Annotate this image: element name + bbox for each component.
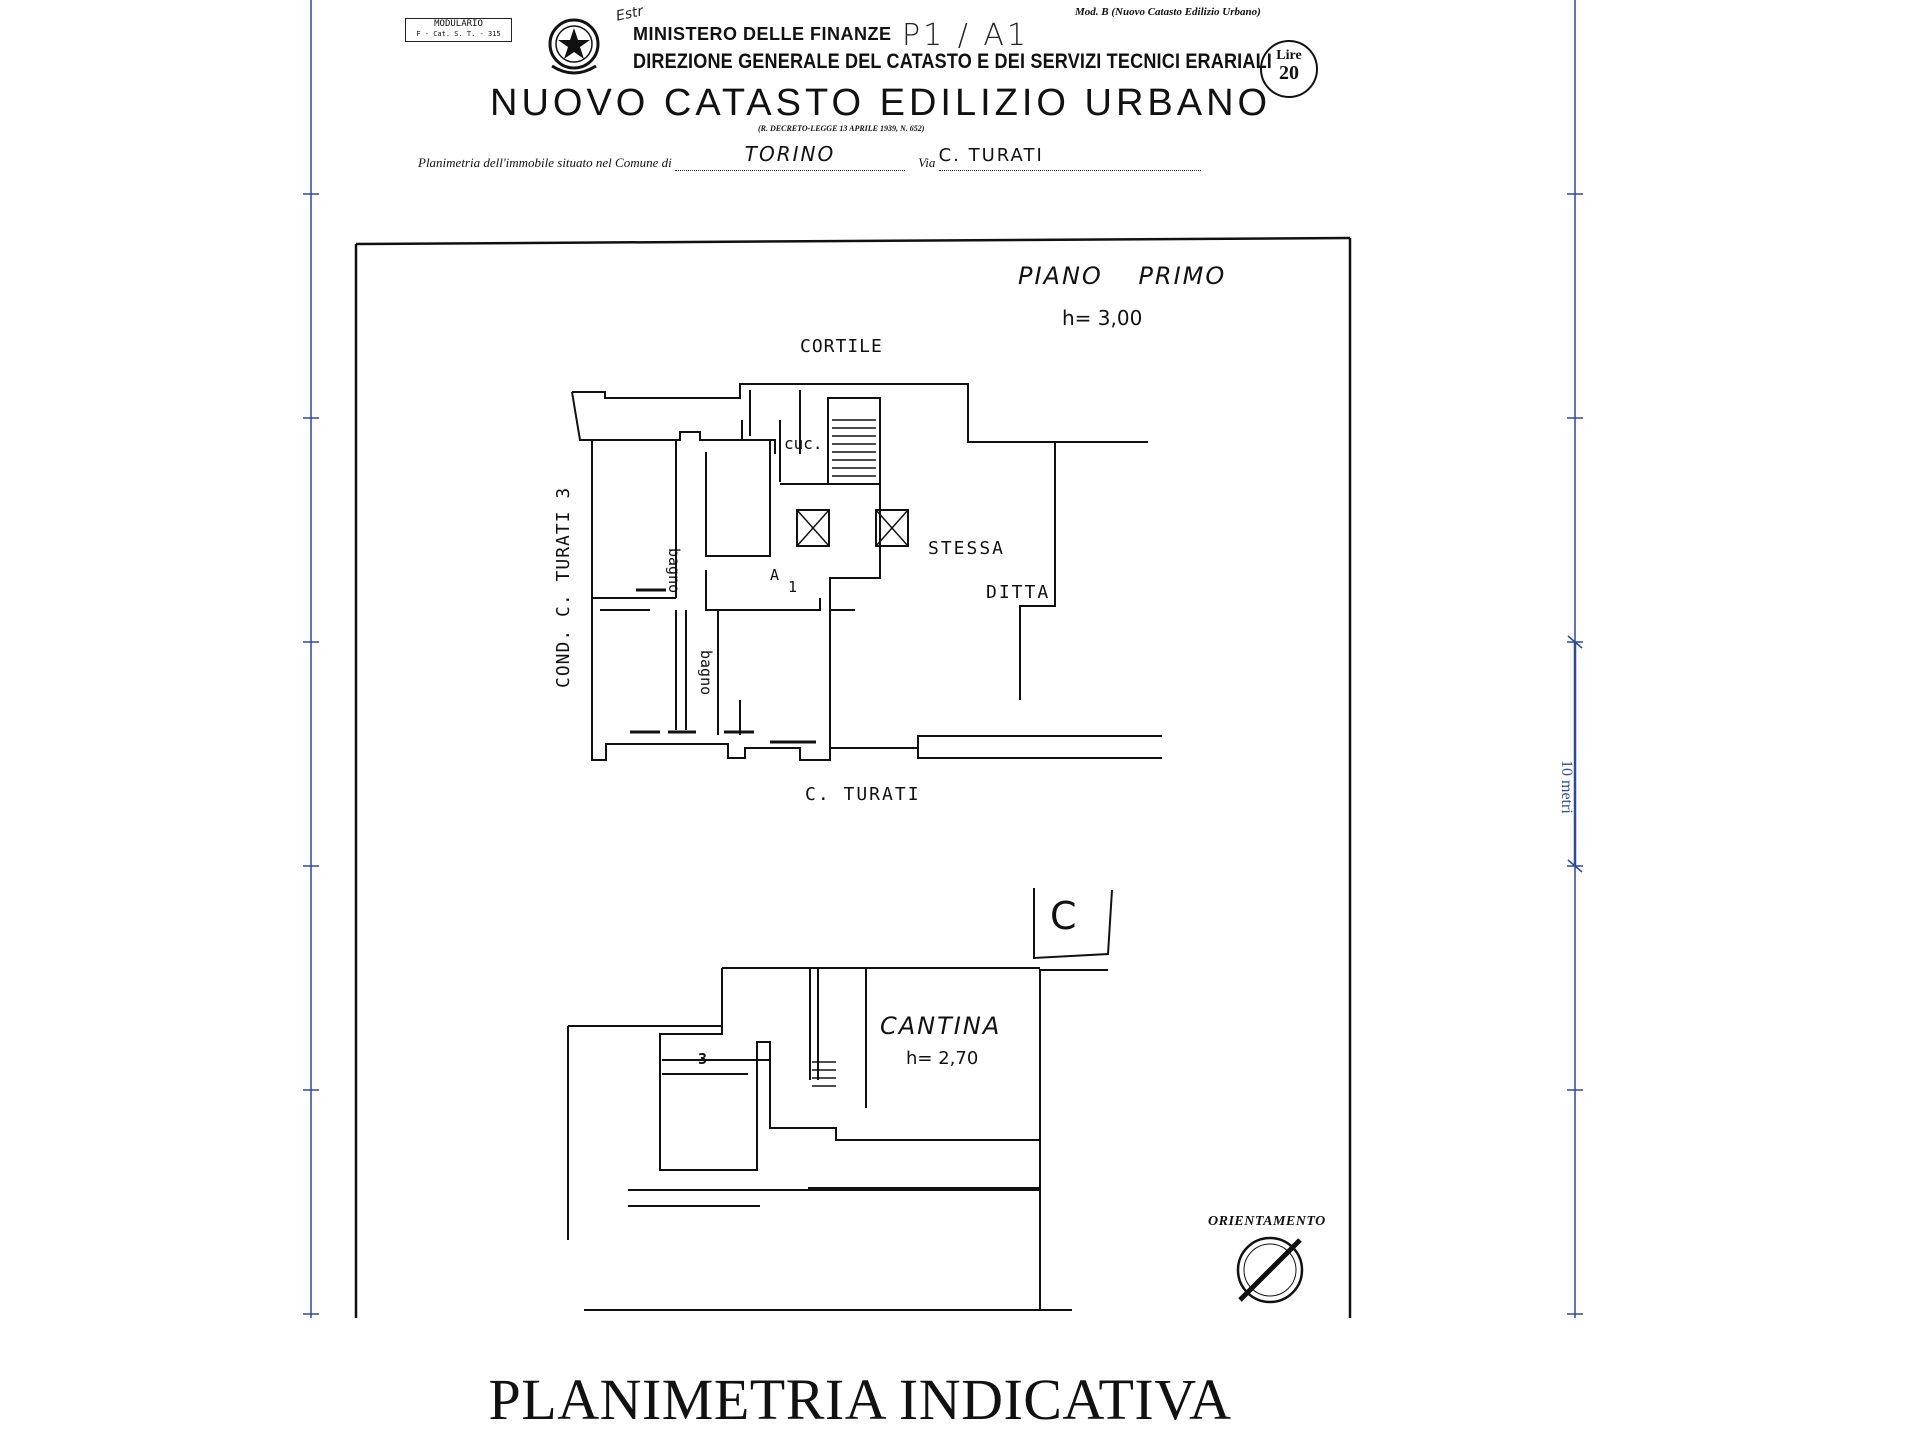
- lire-stamp: Lire 20: [1260, 40, 1318, 98]
- direction-name: DIREZIONE GENERALE DEL CATASTO E DEI SER…: [633, 50, 1272, 73]
- west-side-label: COND. C. TURATI 3: [553, 486, 574, 688]
- south-side-label: C. TURATI: [805, 784, 921, 805]
- modulario-stamp: MODULARIO F - Cat. S. T. - 315: [405, 18, 512, 42]
- location-label: Planimetria dell'immobile situato nel Co…: [418, 155, 672, 170]
- kitchen-label: cuc.: [784, 434, 823, 453]
- ministry-name: MINISTERO DELLE FINANZE: [633, 24, 892, 44]
- via-value: C. TURATI: [938, 145, 1044, 166]
- bath-label-2: bagno: [697, 650, 715, 696]
- north-side-label: CORTILE: [800, 336, 883, 357]
- modulario-label: MODULARIO: [434, 19, 483, 29]
- stair-mark: A: [770, 566, 780, 584]
- lire-amount: 20: [1279, 62, 1299, 84]
- cantina-cell-number: 3: [698, 1050, 708, 1068]
- model-reference: Mod. B (Nuovo Catasto Edilizio Urbano): [1075, 6, 1261, 18]
- floor-height: h= 3,00: [1062, 306, 1143, 330]
- via-field: C. TURATI: [938, 145, 1201, 171]
- room-stamp-c: C: [1050, 894, 1077, 938]
- handwritten-code: P1 / A1: [902, 18, 1029, 53]
- compass-icon: [1238, 1238, 1302, 1302]
- bath-label-1: bagno: [665, 548, 683, 594]
- floor-label: PIANO PRIMO: [1018, 262, 1227, 290]
- comune-value: TORINO: [744, 142, 836, 166]
- east-label-ditta: DITTA: [986, 582, 1051, 603]
- cantina-label: CANTINA: [880, 1012, 1002, 1040]
- east-label-stessa: STESSA: [928, 538, 1006, 559]
- cantina-height: h= 2,70: [906, 1048, 979, 1069]
- unit-mark: 1: [788, 578, 798, 596]
- decree-reference: (R. DECRETO-LEGGE 13 APRILE 1939, N. 652…: [758, 124, 925, 133]
- bottom-title: PLANIMETRIA INDICATIVA: [488, 1367, 1232, 1432]
- modulario-code: F - Cat. S. T. - 315: [416, 30, 501, 38]
- lire-label: Lire: [1276, 48, 1302, 63]
- via-label: Via: [918, 155, 936, 170]
- orientation-label: ORIENTAMENTO: [1208, 1214, 1326, 1229]
- comune-field: TORINO: [674, 142, 905, 171]
- republic-emblem-icon: [548, 18, 600, 75]
- document-title: NUOVO CATASTO EDILIZIO URBANO: [490, 82, 1272, 124]
- location-line: Planimetria dell'immobile situato nel Co…: [418, 142, 1201, 171]
